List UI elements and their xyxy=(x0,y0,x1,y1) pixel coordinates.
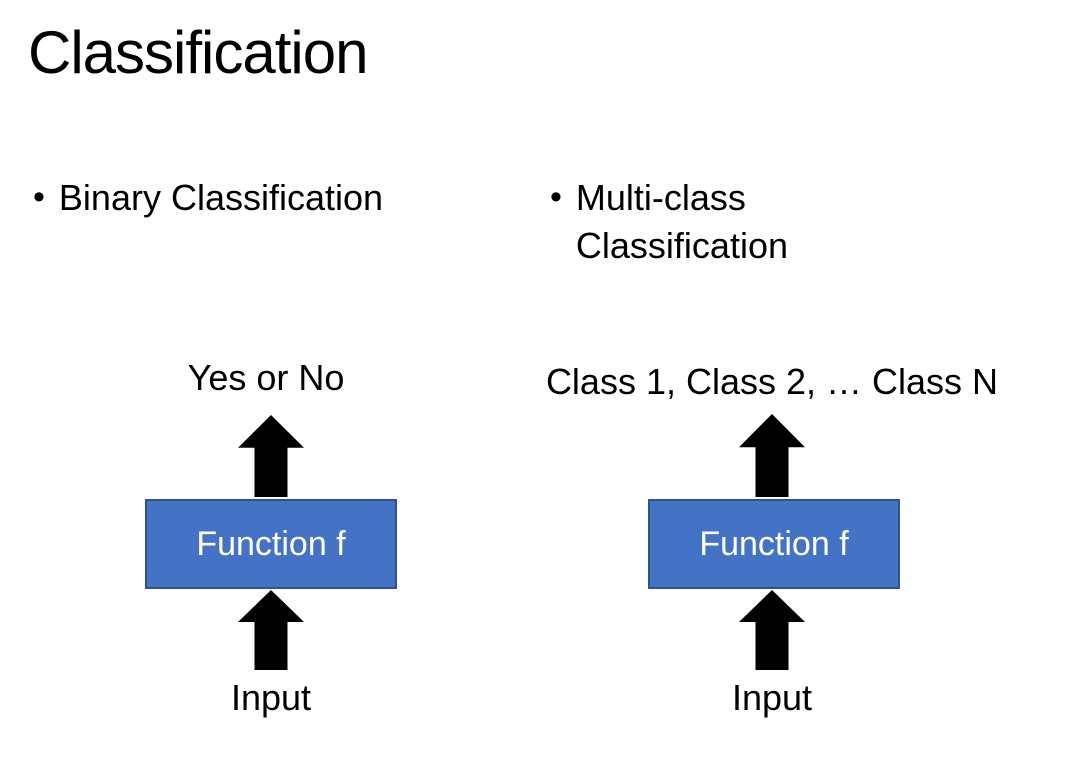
function-box-multiclass: Function f xyxy=(648,499,900,589)
bullet-item-binary-classification: • Binary Classification xyxy=(33,174,383,222)
function-box-binary: Function f xyxy=(145,499,397,589)
input-label-multiclass: Input xyxy=(731,677,813,718)
function-box-label: Function f xyxy=(196,524,346,563)
output-label-binary: Yes or No xyxy=(187,357,345,398)
up-arrow-icon xyxy=(739,590,805,670)
up-arrow-icon xyxy=(238,590,304,670)
bullet-marker: • xyxy=(550,178,562,216)
output-label-multiclass: Class 1, Class 2, … Class N xyxy=(545,361,999,402)
bullet-item-multi-class-classification: • Multi-class Classification xyxy=(550,174,836,269)
function-box-label: Function f xyxy=(699,524,849,563)
bullet-label: Binary Classification xyxy=(58,177,384,218)
input-label-binary: Input xyxy=(230,677,312,718)
up-arrow-icon xyxy=(238,415,304,497)
page-title: Classification xyxy=(28,19,368,86)
up-arrow-icon xyxy=(739,414,805,497)
bullet-label: Multi-class Classification xyxy=(575,177,788,266)
bullet-marker: • xyxy=(33,178,45,216)
